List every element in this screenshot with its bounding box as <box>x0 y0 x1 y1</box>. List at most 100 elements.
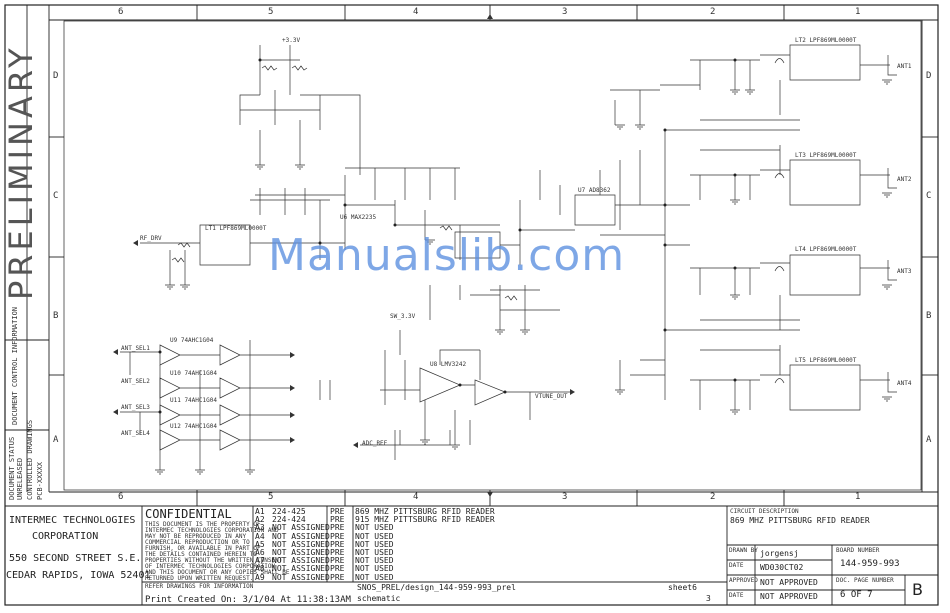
approved-label: APPROVED <box>729 577 758 584</box>
doc-page-label: DOC. PAGE NUMBER <box>836 577 894 584</box>
notice-line: MAY NOT BE REPRODUCED IN ANY <box>145 533 247 540</box>
company-address-line1: 550 SECOND STREET S.E. <box>9 553 142 564</box>
net-label-ant2: ANT2 <box>897 176 912 183</box>
assembly-assy: 224-424 <box>272 515 306 525</box>
assembly-rev: PRE <box>330 564 345 574</box>
zone-col-2-bottom: 2 <box>710 492 716 502</box>
assembly-id: A2 <box>255 515 265 525</box>
notice-line: INTERMEC TECHNOLOGIES CORPORATION AND <box>145 527 279 534</box>
approved-value: NOT APPROVED <box>760 578 818 587</box>
assembly-desc: 915 MHZ PITTSBURG RFID READER <box>355 515 495 525</box>
drawn-by-label: DRAWN BY <box>729 547 758 554</box>
zone-col-2-top: 2 <box>710 7 716 17</box>
side-label-unreleased: UNRELEASED <box>16 457 24 500</box>
assembly-id: A8 <box>255 564 265 574</box>
zone-row-d-right: D <box>926 71 932 81</box>
zone-row-a-right: A <box>926 435 932 445</box>
ic-label-lt3: LT3 LPF869ML0000T <box>795 152 857 159</box>
net-label-ant3: ANT3 <box>897 268 912 275</box>
zone-col-4-top: 4 <box>413 7 419 17</box>
assembly-desc: NOT USED <box>355 531 394 541</box>
ic-label-u11: U11 74AHC1G04 <box>170 397 217 404</box>
zone-row-c-right: C <box>926 191 932 201</box>
ic-label-lt2: LT2 LPF869ML0000T <box>795 37 857 44</box>
zone-row-a-left: A <box>53 435 59 445</box>
company-name-line2: CORPORATION <box>32 531 99 542</box>
ic-label-u10: U10 74AHC1G04 <box>170 370 217 377</box>
zone-row-b-right: B <box>926 311 932 321</box>
side-label-doc-control: DOCUMENT CONTROL INFORMATION <box>11 306 19 425</box>
assembly-assy: NOT ASSIGNED <box>272 572 330 582</box>
assembly-id: A5 <box>255 539 265 549</box>
board-number-label: BOARD NUMBER <box>836 547 880 554</box>
side-label-controlled: CONTROLLED DRAWINGS <box>26 419 34 500</box>
side-label-pcb: PCB-XXXXX <box>36 462 44 500</box>
assembly-assy: NOT ASSIGNED <box>272 531 330 541</box>
notice-line: PROPERTIES WITHOUT THE WRITTEN CONSENT <box>145 557 283 564</box>
drawn-by: jorgensj <box>760 549 799 558</box>
assembly-desc: NOT USED <box>355 556 394 566</box>
assembly-assy: 224-425 <box>272 507 306 516</box>
notice-line: THE DETAILS CONTAINED HEREIN TO <box>145 551 257 558</box>
assembly-row: A2 224-424 PRE 915 MHZ PITTSBURG RFID READE… <box>255 516 725 524</box>
revision: B <box>912 580 923 599</box>
zone-col-5-top: 5 <box>268 7 274 17</box>
assembly-assy: NOT ASSIGNED <box>272 556 330 566</box>
ic-label-u8: U8 LMV3242 <box>430 361 467 368</box>
circuit-desc: 869 MHZ PITTSBURG RFID READER <box>730 516 870 525</box>
approved-date-label: DATE <box>729 592 744 599</box>
file-page: 3 <box>706 594 711 603</box>
assembly-rev: PRE <box>330 531 345 541</box>
notice-line: OF INTERMEC TECHNOLOGIES CORPORATION <box>145 563 276 570</box>
print-created: Print Created On: 3/1/04 At 11:38:13AM <box>145 595 351 605</box>
net-label-ant1: ANT1 <box>897 63 912 70</box>
notice-line: RETURNED UPON WRITTEN REQUEST. <box>145 575 254 582</box>
zone-col-3-bottom: 3 <box>562 492 568 502</box>
ic-label-u7: U7 AD8362 <box>578 187 611 194</box>
ic-label-u9: U9 74AHC1G04 <box>170 337 214 344</box>
date-label: DATE <box>729 562 744 569</box>
drawn-date: WD030CT02 <box>760 563 804 572</box>
assembly-assy: NOT ASSIGNED <box>272 564 330 574</box>
assembly-id: A4 <box>255 531 265 541</box>
assembly-desc: NOT USED <box>355 523 394 533</box>
assembly-rev: PRE <box>330 548 345 557</box>
zone-col-6-bottom: 6 <box>118 492 124 502</box>
ic-label-lt4: LT4 LPF869ML0000T <box>795 246 857 253</box>
preliminary-stamp: PRELIMINARY <box>2 44 40 300</box>
zone-col-1-bottom: 1 <box>855 492 861 502</box>
assembly-id: A6 <box>255 548 265 557</box>
net-label-ant-sel3: ANT_SEL3 <box>121 404 150 411</box>
net-label-adc-ref: ADC_REF <box>362 440 388 447</box>
assembly-rev: PRE <box>330 572 345 582</box>
watermark: Manualslib.com <box>268 230 626 281</box>
assembly-assy: NOT ASSIGNED <box>272 523 330 533</box>
net-label-rf-drv: RF_DRV <box>140 235 162 242</box>
net-label-ant4: ANT4 <box>897 380 912 387</box>
zone-row-b-left: B <box>53 311 59 321</box>
zone-row-c-left: C <box>53 191 59 201</box>
zone-col-6-top: 6 <box>118 7 124 17</box>
assembly-rev: PRE <box>330 523 345 533</box>
zone-col-1-top: 1 <box>855 7 861 17</box>
confidential-title: CONFIDENTIAL <box>145 507 232 521</box>
ic-label-u6: U6 MAX2235 <box>340 214 377 221</box>
assembly-assy: NOT ASSIGNED <box>272 548 330 557</box>
net-label-ant-sel2: ANT_SEL2 <box>121 378 150 385</box>
company-address-line2: CEDAR RAPIDS, IOWA 52401 <box>6 570 151 581</box>
assembly-desc: NOT USED <box>355 548 394 557</box>
notice-line: COMMERCIAL REPRODUCTION OR TO <box>145 539 250 546</box>
ic-label-u12: U12 74AHC1G04 <box>170 423 217 430</box>
assembly-id: A7 <box>255 556 265 566</box>
assembly-desc: 869 MHZ PITTSBURG RFID READER <box>355 507 495 516</box>
zone-row-d-left: D <box>53 71 59 81</box>
notice-line: FURNISH, OR AVAILABLE IN PART OF <box>145 545 261 552</box>
net-label-vcc: +3.3V <box>282 37 301 44</box>
assembly-rev: PRE <box>330 515 345 525</box>
notice-line: THIS DOCUMENT IS THE PROPERTY OF <box>145 521 261 528</box>
confidential-notice: THIS DOCUMENT IS THE PROPERTY OF INTERME… <box>145 521 290 582</box>
net-label-ant-sel1: ANT_SEL1 <box>121 345 150 352</box>
